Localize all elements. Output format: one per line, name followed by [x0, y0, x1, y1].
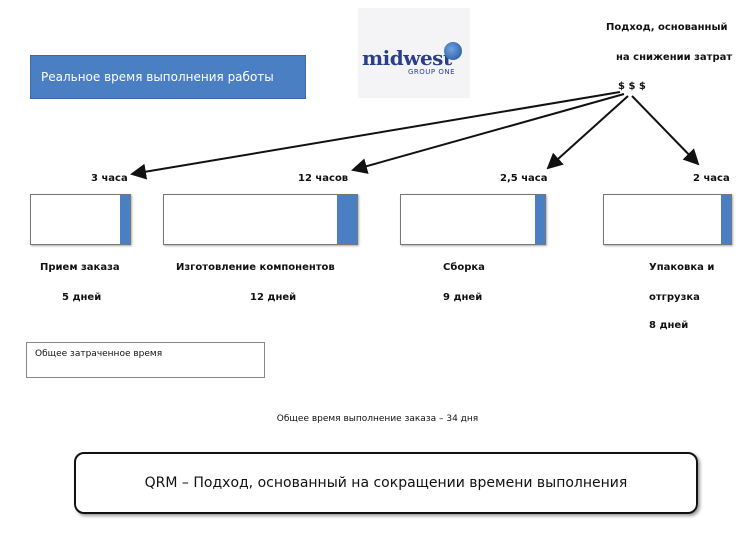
real-time-label: Реальное время выполнения работы	[41, 70, 274, 84]
total-spent-label: Общее затраченное время	[35, 349, 163, 359]
approach-line-1: Подход, основанный	[606, 22, 728, 33]
step-1-days: 5 дней	[62, 292, 102, 303]
logo-name: midwest	[362, 46, 452, 70]
step-1-time: 3 часа	[91, 173, 128, 184]
dollar-signs: $ $ $	[618, 81, 646, 92]
step-2-bar-fill	[337, 195, 357, 244]
logo-sub: GROUP ONE	[408, 68, 456, 76]
qrm-text: QRM – Подход, основанный на сокращении в…	[144, 475, 628, 491]
globe-icon	[444, 42, 462, 60]
step-3-bar-fill	[535, 195, 545, 244]
step-2-bar	[163, 194, 358, 245]
step-2-name: Изготовление компонентов	[176, 262, 335, 273]
qrm-box: QRM – Подход, основанный на сокращении в…	[74, 452, 698, 514]
total-spent-box: Общее затраченное время	[26, 342, 265, 378]
step-3-name: Сборка	[443, 262, 485, 273]
step-3-time: 2,5 часа	[500, 173, 548, 184]
step-4-bar	[603, 194, 732, 245]
arrow-step-2	[351, 93, 625, 174]
step-4-days: 8 дней	[649, 320, 689, 331]
step-1-name: Прием заказа	[40, 262, 120, 273]
logo: midwest GROUP ONE	[358, 8, 470, 98]
step-3-days: 9 дней	[443, 292, 483, 303]
total-order-time: Общее время выполнение заказа – 34 дня	[276, 414, 479, 424]
step-3-bar	[400, 194, 546, 245]
arrow-step-3	[546, 95, 629, 170]
step-1-bar-fill	[120, 195, 130, 244]
approach-line-2: на снижении затрат	[616, 52, 733, 63]
step-2-days: 12 дней	[250, 292, 297, 303]
step-4-name-line-1: Упаковка и	[649, 262, 715, 273]
step-4-name-line-2: отгрузка	[649, 292, 700, 303]
arrow-step-4	[631, 95, 700, 166]
step-2-time: 12 часов	[298, 173, 349, 184]
step-4-time: 2 часа	[693, 173, 730, 184]
arrow-step-1	[130, 91, 621, 180]
step-4-bar-fill	[721, 195, 731, 244]
real-time-box: Реальное время выполнения работы	[30, 55, 306, 99]
step-1-bar	[30, 194, 131, 245]
